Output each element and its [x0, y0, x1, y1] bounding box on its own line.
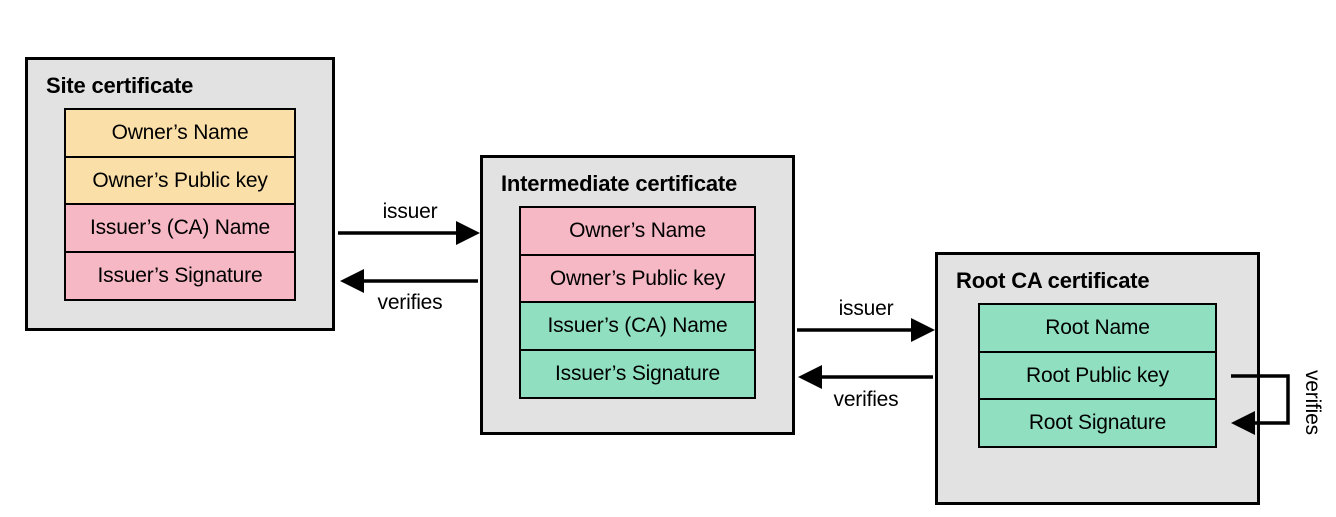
intermediate-certificate-box: Intermediate certificate Owner’s Name Ow… — [480, 155, 795, 435]
site-certificate-title: Site certificate — [46, 73, 194, 98]
verifies-label-root-to-intermediate: verifies — [833, 388, 899, 411]
verifies-arrow-root-to-intermediate — [798, 365, 933, 389]
root-ca-certificate-title: Root CA certificate — [956, 268, 1150, 293]
issuer-label-site-to-intermediate: issuer — [382, 200, 438, 223]
intermediate-owner-name-row: Owner’s Name — [519, 206, 756, 256]
site-owner-name-row: Owner’s Name — [64, 108, 296, 158]
root-ca-certificate-rows: Root Name Root Public key Root Signature — [978, 303, 1217, 448]
verifies-label-intermediate-to-site: verifies — [377, 291, 443, 314]
root-public-key-row: Root Public key — [978, 350, 1217, 401]
intermediate-issuer-signature-row: Issuer’s Signature — [519, 348, 756, 399]
intermediate-certificate-title: Intermediate certificate — [501, 171, 738, 196]
root-name-row: Root Name — [978, 303, 1217, 353]
issuer-label-intermediate-to-root: issuer — [838, 297, 894, 320]
root-signature-row: Root Signature — [978, 398, 1217, 448]
site-owner-public-key-row: Owner’s Public key — [64, 155, 296, 206]
issuer-arrow-intermediate-to-root — [797, 318, 935, 342]
verifies-arrow-intermediate-to-site — [340, 269, 478, 293]
intermediate-owner-public-key-row: Owner’s Public key — [519, 253, 756, 304]
issuer-arrow-site-to-intermediate — [338, 221, 480, 245]
site-certificate-box: Site certificate Owner’s Name Owner’s Pu… — [25, 57, 335, 331]
site-issuer-signature-row: Issuer’s Signature — [64, 250, 296, 301]
site-certificate-rows: Owner’s Name Owner’s Public key Issuer’s… — [64, 108, 296, 301]
intermediate-certificate-rows: Owner’s Name Owner’s Public key Issuer’s… — [519, 206, 756, 399]
root-ca-certificate-box: Root CA certificate Root Name Root Publi… — [935, 252, 1260, 505]
intermediate-issuer-ca-name-row: Issuer’s (CA) Name — [519, 301, 756, 351]
verifies-label-root-self-loop: verifies — [1301, 369, 1324, 435]
site-issuer-ca-name-row: Issuer’s (CA) Name — [64, 203, 296, 253]
